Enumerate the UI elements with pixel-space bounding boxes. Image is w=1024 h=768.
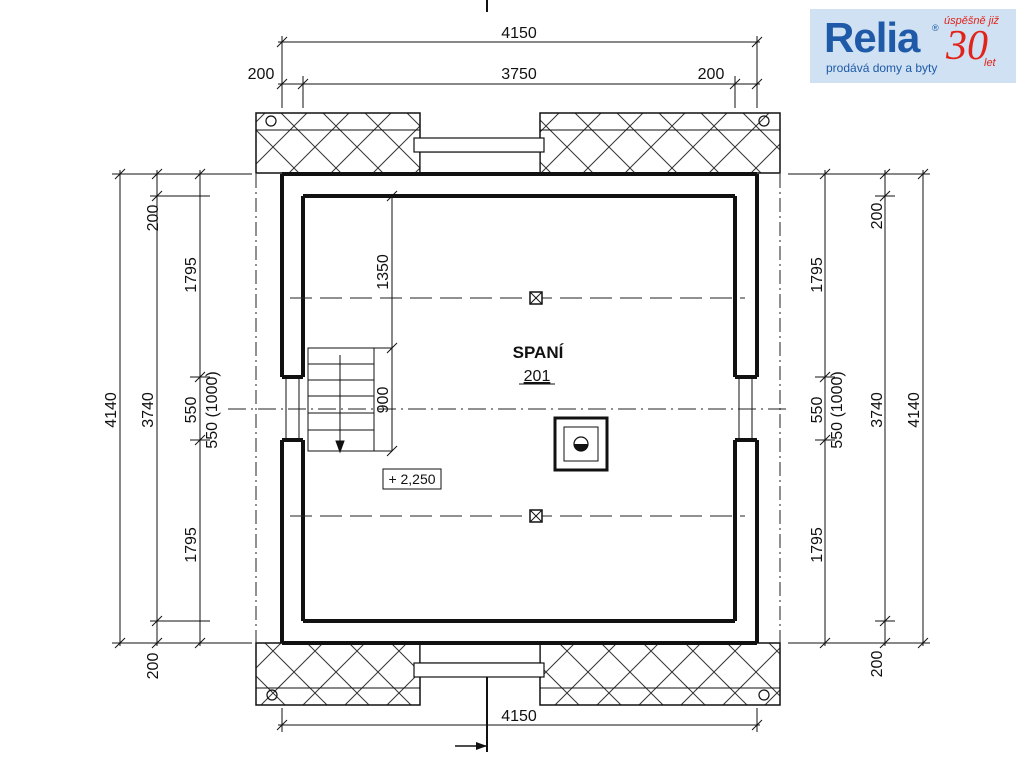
dim-left-inner: 3740 [140,392,157,428]
dim-lines-stair [386,190,398,457]
dim-top-left: 200 [248,66,275,83]
relia-logo: Relia ® prodává domy a byty úspěšně již … [810,9,1016,83]
logo-brand: Relia [824,14,920,61]
dim-left-lower: 1795 [183,527,200,563]
staircase [307,196,393,454]
dim-right-window-alt: 550 (1000) [829,371,846,448]
dim-lines-right [788,168,930,649]
logo-anniversary-number: 30 [946,23,988,69]
dim-right-bottom-wall: 200 [869,651,886,678]
dim-right-lower: 1795 [809,527,826,563]
level-tag: + 2,250 [388,471,435,487]
room-walls [280,172,759,645]
roof-light-lower [529,509,543,523]
roof-light-upper [529,291,543,305]
logo-slogan: prodává domy a byty [826,61,938,75]
dim-right-window: 550 [809,397,826,424]
dim-top-total: 4150 [501,25,537,42]
dim-right-upper: 1795 [809,257,826,293]
gable-wall-top [255,112,781,174]
dim-left-total: 4140 [103,392,120,428]
dim-top-right: 200 [698,66,725,83]
dim-bottom-total: 4150 [501,708,537,725]
dim-lines-bottom [276,708,763,732]
construction-lines [228,174,790,643]
dim-left-upper: 1795 [183,257,200,293]
logo-registered-mark: ® [932,23,939,33]
dim-right-top-wall: 200 [869,203,886,230]
gable-wall-bottom [255,642,781,706]
dim-lines-left [112,168,252,649]
dim-left-bottom-wall: 200 [145,653,162,680]
room-number: 201 [524,368,551,385]
chimney [553,416,609,472]
dim-left-window-alt: 550 (1000) [204,371,221,448]
dim-top-mid: 3750 [501,66,537,83]
dim-right-inner: 3740 [869,392,886,428]
dim-right-total: 4140 [906,392,923,428]
room-name: SPANÍ [513,343,565,362]
level-tag-box [382,468,442,490]
section-arrow-head [476,742,487,750]
dim-lines-top [276,36,763,108]
dim-stair-upper: 1350 [375,254,392,290]
logo-anniversary-prefix: úspěšně již [944,15,1000,27]
dim-stair-run: 900 [375,387,392,414]
logo-anniversary-suffix: let [984,57,996,69]
dim-left-top-wall: 200 [145,205,162,232]
dim-left-window: 550 [183,397,200,424]
